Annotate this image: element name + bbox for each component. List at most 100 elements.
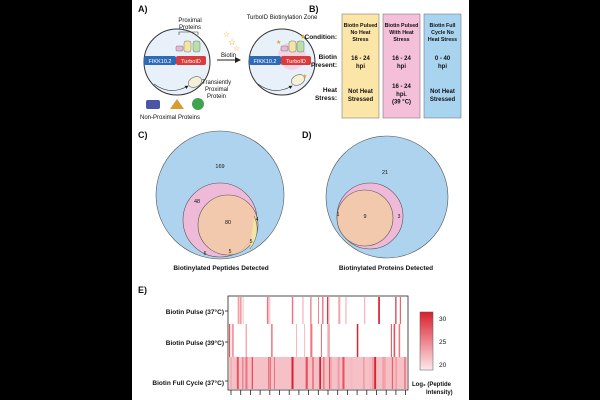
row-label-present-1: Biotin: [319, 54, 337, 61]
heatmap-cell: [304, 324, 305, 357]
panel-label-d: D): [302, 130, 312, 140]
heatmap-cell: [395, 297, 397, 324]
heatmap-cell: [231, 324, 234, 357]
heatmap-cell: [266, 297, 269, 324]
condition-cell-text: Biotin Pulsed: [344, 23, 378, 29]
venn-circle-orange: [336, 189, 394, 247]
row-label-heat-2: Stress:: [315, 95, 337, 102]
condition-cell-text: 16 - 24: [392, 84, 411, 90]
heatmap-legend: 30 25 20 Log₂ (Peptide Intensity): [412, 311, 453, 396]
venn-d-title: Biotinylated Proteins Detected: [339, 265, 433, 272]
heatmap-cell: [269, 297, 271, 324]
heatmap-cell: [329, 357, 331, 389]
proximal-proteins-label-2: Proteins: [179, 25, 201, 31]
row-label-condition: Condition:: [305, 34, 338, 41]
heatmap-cell: [338, 297, 340, 324]
condition-cell-text: Not Heat: [430, 89, 455, 95]
fikk-label-right: FIKK10.2: [254, 59, 277, 65]
figure-panel: A) FIKK10.2 TurboID Proximal Proteins Tr…: [132, 0, 469, 400]
heatmap-cell: [310, 324, 313, 357]
biotin-label: Biotin: [221, 53, 236, 59]
heatmap: [225, 295, 409, 395]
heatmap-row-label-2: Biotin Pulse (39°C): [166, 339, 224, 347]
heatmap-cell: [302, 297, 304, 324]
heatmap-cell: [364, 297, 366, 324]
heatmap-cell: [328, 297, 330, 324]
transient-arrow: [257, 83, 293, 91]
heatmap-cell: [399, 297, 401, 324]
non-proximal-protein-icon: [170, 99, 184, 109]
venn-proteins: 21 9 1 3: [325, 135, 449, 259]
heatmap-cell: [239, 297, 242, 324]
turboid-label-left: TurboID: [181, 59, 201, 65]
zone-title: TurboID Biotinylation Zone: [247, 15, 318, 21]
heatmap-cell: [296, 324, 297, 357]
heatmap-cell: [398, 324, 401, 357]
conditions-table: Condition: Biotin Present: Heat Stress: …: [305, 13, 462, 119]
biotin-star-icon: ☆: [233, 44, 240, 53]
proximal-protein-icon: [280, 45, 289, 52]
biotin-star-icon: ☆: [223, 30, 230, 39]
transient-label-1: Transiently: [202, 80, 231, 86]
transient-protein-icon: [291, 74, 305, 86]
heatmap-cell: [378, 297, 380, 324]
condition-cell-text: Heat Stress: [428, 37, 457, 43]
proximal-protein-icon: [288, 40, 297, 53]
heatmap-cell: [229, 324, 231, 357]
venn-circle-orange: [197, 194, 259, 256]
panel-label-a: A): [138, 4, 148, 14]
heatmap-cell: [268, 357, 270, 389]
heatmap-cell: [269, 357, 271, 389]
heatmap-cell: [342, 357, 345, 389]
heatmap-cell: [384, 357, 386, 389]
heatmap-cell: [320, 324, 322, 357]
heatmap-cell: [274, 357, 275, 389]
legend-title-2: Intensity): [426, 390, 453, 396]
heatmap-cell: [395, 357, 397, 389]
legend-title-1: Log₂ (Peptide: [412, 382, 452, 388]
condition-cell-text: Stress: [393, 37, 409, 43]
heatmap-cell: [356, 324, 359, 357]
heatmap-cell: [312, 357, 314, 389]
venn-sliver-yellow: [249, 215, 258, 250]
venn-c-right: 4: [256, 217, 259, 223]
proximal-protein-icon: [175, 45, 184, 52]
biotin-star-icon: ★: [276, 39, 281, 46]
heatmap-cell: [350, 357, 353, 389]
panel-label-c: C): [138, 130, 148, 140]
heatmap-cell: [310, 297, 312, 324]
heatmap-cell: [271, 324, 273, 357]
condition-cell-text: No Heat: [350, 30, 370, 36]
row-label-heat-1: Heat: [323, 87, 338, 94]
transient-protein-icon: [188, 76, 202, 88]
turboid-label-right: TurboID: [286, 59, 306, 65]
legend-tick-30: 30: [439, 316, 447, 323]
condition-cell-text: 16 - 24: [392, 56, 411, 62]
heatmap-cell: [245, 357, 248, 389]
heatmap-cell: [318, 297, 319, 324]
condition-cell-text: Cycle No: [431, 30, 454, 36]
heatmap-cell: [393, 324, 396, 357]
biotin-star-icon: ★: [302, 73, 307, 80]
condition-cell-text: hpi.: [396, 92, 407, 98]
condition-cell-text: (39 °C): [392, 100, 411, 106]
condition-cell-text: Stress: [352, 37, 368, 43]
venn-c-blue-only: 169: [215, 164, 224, 170]
legend-tick-25: 25: [439, 339, 447, 346]
heatmap-cell: [291, 357, 294, 389]
heatmap-cell: [291, 297, 294, 324]
condition-cell-text: Stressed: [430, 97, 456, 103]
heatmap-cell: [327, 297, 328, 324]
proximal-proteins-label-1: Proximal: [178, 18, 201, 24]
heatmap-cell: [345, 297, 347, 324]
fikk-label-left: FIKK10.2: [149, 59, 172, 65]
heatmap-cell: [305, 357, 308, 389]
venn-c-bottom-right: 5: [250, 239, 253, 245]
condition-cell-text: hpi: [438, 64, 447, 70]
proximal-protein-icon: [296, 40, 305, 53]
heatmap-cell: [339, 297, 341, 324]
proximal-protein-icon: [192, 40, 201, 53]
turboid-bar-right: [281, 56, 311, 65]
venn-d-center: 9: [363, 214, 366, 220]
